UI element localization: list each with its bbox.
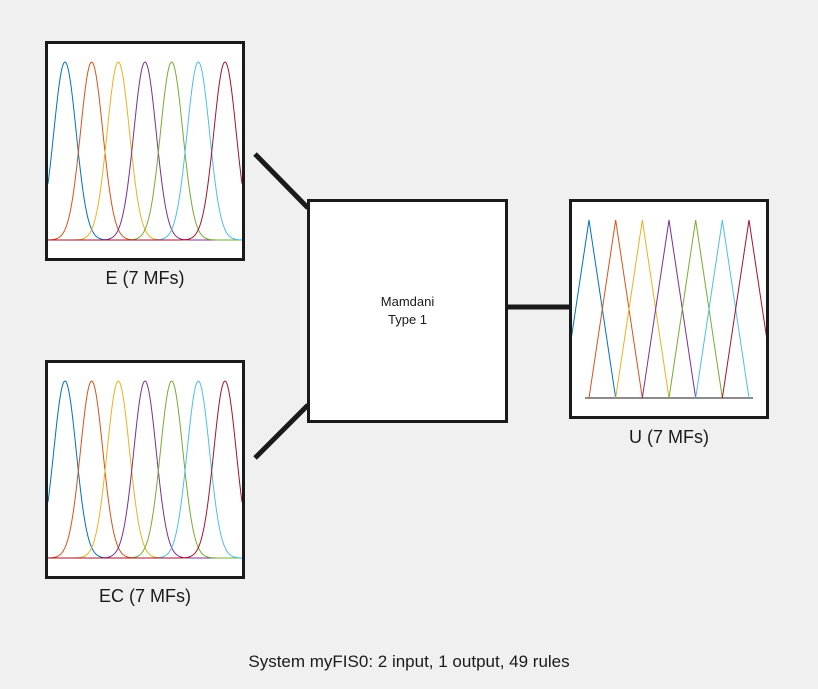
mf-curve bbox=[48, 61, 242, 241]
mf-curve bbox=[48, 61, 242, 241]
input-label-e: E (7 MFs) bbox=[105, 268, 185, 288]
mf-curve bbox=[588, 219, 643, 399]
connector-input-ec bbox=[253, 403, 310, 460]
output-label-u: U (7 MFs) bbox=[629, 427, 709, 447]
mf-curve bbox=[48, 380, 242, 559]
connector-input-e bbox=[253, 152, 310, 210]
system-summary: System myFIS0: 2 input, 1 output, 49 rul… bbox=[248, 652, 570, 671]
mf-curve bbox=[48, 61, 242, 241]
mf-curve bbox=[48, 61, 242, 241]
mf-curve bbox=[572, 219, 617, 399]
system-type-line1: Mamdani bbox=[380, 294, 435, 309]
output-mf-plot-u[interactable] bbox=[569, 199, 769, 419]
mf-curve bbox=[48, 380, 242, 559]
input-mf-plot-ec[interactable] bbox=[45, 360, 245, 579]
mf-curve bbox=[48, 380, 242, 559]
mf-curve bbox=[48, 61, 242, 241]
mf-curve bbox=[48, 380, 242, 559]
mf-curve bbox=[48, 380, 242, 559]
input-label-ec: EC (7 MFs) bbox=[99, 586, 191, 606]
mf-curves bbox=[572, 219, 766, 399]
system-type-line2: Type 1 bbox=[387, 312, 428, 327]
mf-curve bbox=[668, 219, 723, 399]
mf-curve bbox=[48, 380, 242, 559]
mf-curve bbox=[48, 61, 242, 241]
mf-curve bbox=[48, 61, 242, 241]
mf-curve bbox=[641, 219, 697, 399]
fis-system-box[interactable]: Mamdani Type 1 bbox=[307, 199, 508, 423]
mf-curve bbox=[48, 380, 242, 559]
mf-curve bbox=[695, 219, 750, 399]
input-mf-plot-e[interactable] bbox=[45, 41, 245, 261]
mf-curves bbox=[48, 61, 242, 241]
mf-curve bbox=[721, 219, 766, 399]
mf-curve bbox=[615, 219, 670, 399]
mf-curves bbox=[48, 380, 242, 559]
